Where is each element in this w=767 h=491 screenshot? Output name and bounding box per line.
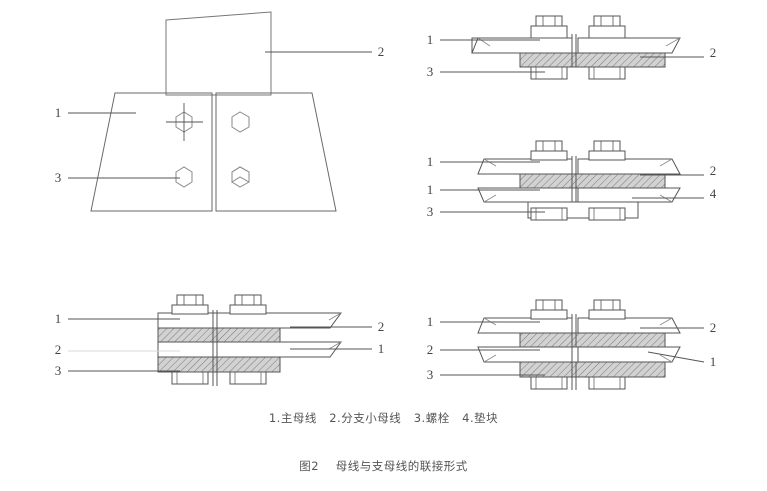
callout-bl-1-right: 1: [378, 341, 385, 356]
callout-bl-2-right: 2: [378, 319, 385, 334]
bolt-assembly-br-right: [588, 299, 626, 390]
leader-lines-top-left: [68, 51, 372, 179]
main-bus-bar-mid-lower-right: [577, 187, 681, 203]
callout-br-2: 2: [427, 342, 434, 357]
callout-bl-3: 3: [55, 363, 62, 378]
view-bottom-right-section: [440, 299, 705, 390]
view-bottom-left-section: [68, 294, 372, 386]
callout-labels: 1 2 3 1 2 3 1 1 2 3 4 1 2 3 2 1 1 2 3 2 …: [55, 32, 717, 382]
branch-bar-hatched-br-upper: [519, 332, 666, 348]
callout-tl-2: 2: [378, 44, 385, 59]
callout-mr-1b: 1: [427, 182, 434, 197]
bolt-assembly-top-right: [588, 15, 626, 80]
view-top-left-end-view: [68, 11, 372, 212]
callout-mr-3: 3: [427, 204, 434, 219]
callout-tr-2: 2: [710, 45, 717, 60]
bus-bar-br-middle-left: [477, 346, 573, 363]
main-bus-bar-mid-upper-right: [577, 158, 681, 175]
view-top-right-section: [440, 15, 704, 80]
main-bus-trapezoid-left: [90, 92, 213, 212]
leader-lines-mid-right: [440, 161, 704, 213]
bus-bar-br-upper-left: [477, 317, 573, 334]
branch-bar-hatched-bl-upper: [157, 327, 281, 343]
main-bus-bar-upper-right: [577, 37, 681, 54]
bolt-hex-upper-right: [231, 111, 250, 133]
bus-bar-br-upper-right: [577, 317, 681, 334]
bolt-assembly-mid-left: [530, 140, 568, 221]
branch-bar-hatched-bl-lower: [157, 356, 281, 373]
bolt-assembly-bl-left: [171, 294, 209, 385]
callout-tl-3: 3: [55, 170, 62, 185]
callout-br-1-right: 1: [710, 354, 717, 369]
callout-tl-1: 1: [55, 105, 62, 120]
branch-plate-upright: [165, 11, 272, 96]
figure-legend: 1.主母线 2.分支小母线 3.螺栓 4.垫块: [268, 411, 499, 425]
bolt-assembly-br-left: [530, 299, 568, 390]
bus-bar-bl-middle: [157, 341, 342, 358]
bolt-hex-upper-left: [166, 103, 203, 141]
bolt-hex-lower-right: [231, 166, 250, 188]
branch-bar-hatched-br-lower: [519, 361, 666, 378]
bolt-assembly-mid-right: [588, 140, 626, 221]
view-mid-right-section: [440, 140, 704, 221]
bus-bar-br-middle-right: [577, 346, 681, 363]
leader-line-1-right: [647, 351, 705, 363]
bolt-assembly-bl-right: [229, 294, 267, 385]
callout-bl-1: 1: [55, 311, 62, 326]
main-bus-bar-mid-upper-left: [477, 158, 573, 175]
bus-bar-bl-upper: [157, 312, 342, 329]
callout-bl-2: 2: [55, 342, 62, 357]
callout-br-1: 1: [427, 314, 434, 329]
branch-bar-hatched: [519, 52, 666, 68]
figure-caption: 图2 母线与支母线的联接形式: [299, 459, 468, 473]
callout-br-3: 3: [427, 367, 434, 382]
callout-mr-2: 2: [710, 163, 717, 178]
leader-lines-bottom-right: [440, 321, 705, 376]
leader-lines-top-right: [440, 39, 704, 73]
main-bus-trapezoid-right: [215, 92, 337, 212]
callout-mr-4: 4: [710, 186, 717, 201]
branch-bar-hatched-mid: [519, 173, 666, 189]
callout-tr-3: 3: [427, 64, 434, 79]
bolt-assembly-top-left: [530, 15, 568, 80]
bolt-hex-lower-left: [175, 166, 193, 188]
callout-br-2-right: 2: [710, 320, 717, 335]
callout-mr-1a: 1: [427, 154, 434, 169]
callout-tr-1: 1: [427, 32, 434, 47]
leader-lines-bottom-left: [68, 318, 372, 372]
